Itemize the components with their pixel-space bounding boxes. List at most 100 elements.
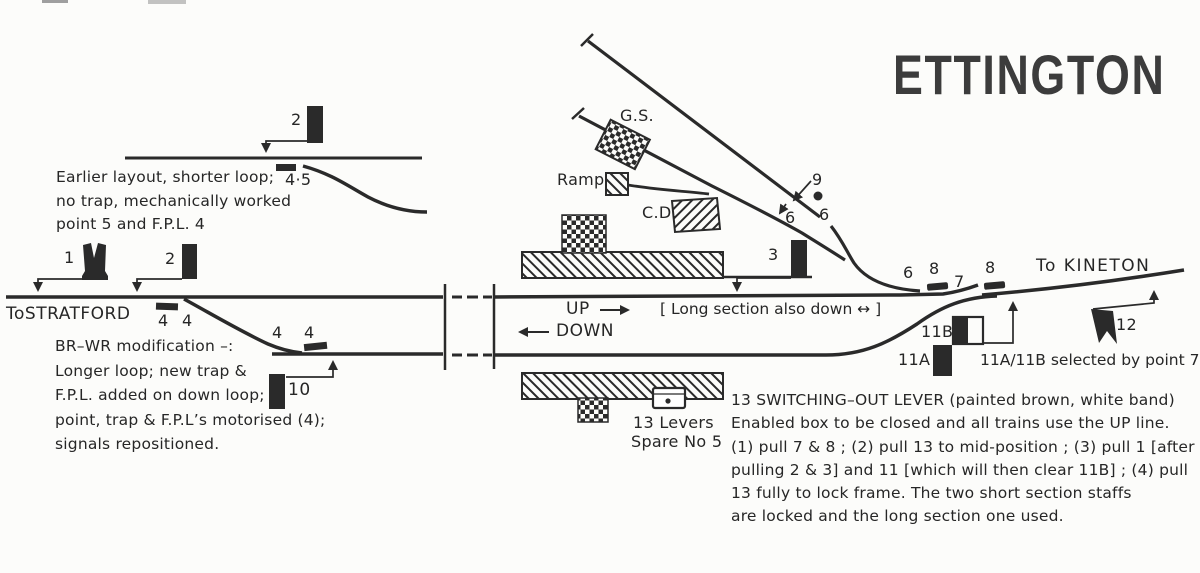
up-direction-label: UP bbox=[566, 299, 590, 319]
signals bbox=[33, 240, 1159, 409]
down-direction-label: DOWN bbox=[556, 321, 614, 341]
signal-2-label: 2 bbox=[165, 249, 176, 268]
artifact-mark bbox=[148, 0, 186, 4]
point-6-pointer-arrow bbox=[778, 203, 789, 215]
earlier-layout-note-line: Earlier layout, shorter loop; bbox=[56, 168, 275, 186]
buffer-stop-tick-b bbox=[571, 107, 585, 120]
switching-note-line: Enabled box to be closed and all trains … bbox=[731, 414, 1170, 433]
br-wr-note-line: BR–WR modification –: bbox=[55, 337, 234, 355]
earlier-layout-note-line: point 5 and F.P.L. 4 bbox=[56, 215, 205, 233]
point-4-label-c: 4 bbox=[272, 323, 283, 342]
signal-11-selection-note: 11A/11B selected by point 7 bbox=[980, 351, 1200, 369]
signal-1-label: 1 bbox=[64, 248, 75, 267]
signal-3-locator bbox=[732, 277, 791, 292]
down-platform bbox=[521, 372, 724, 400]
br-wr-note-line: F.P.L. added on down loop; bbox=[55, 386, 265, 404]
point-6-label-b: 6 bbox=[819, 205, 830, 224]
disc-9-label: 9 bbox=[812, 170, 823, 189]
goods-exit-curve bbox=[829, 225, 921, 293]
signal-1-bracket-arm bbox=[82, 243, 108, 280]
ground-disc-9 bbox=[813, 191, 823, 201]
point-4-5-label: 4·5 bbox=[285, 170, 312, 189]
headshunt-siding bbox=[587, 39, 821, 219]
switching-note-line: (1) pull 7 & 8 ; (2) pull 13 to mid-posi… bbox=[731, 437, 1195, 456]
signal-box-spare-label: Spare No 5 bbox=[631, 432, 723, 451]
switching-note-line: are locked and the long section one used… bbox=[731, 507, 1064, 526]
switching-note-line: 13 SWITCHING–OUT LEVER (painted brown, w… bbox=[731, 391, 1175, 409]
signal-10-arm bbox=[269, 374, 285, 409]
fpl-bar-4-5 bbox=[276, 164, 296, 171]
signal-1-locator bbox=[33, 278, 84, 292]
goods-sidings bbox=[571, 33, 921, 293]
ramp-label: Ramp bbox=[557, 170, 605, 189]
signal-2-arm bbox=[182, 244, 197, 279]
point-6-label-a: 6 bbox=[785, 208, 796, 227]
signal-12-locator bbox=[1092, 290, 1159, 310]
signal-11a-arm bbox=[933, 345, 952, 376]
station-building bbox=[561, 214, 607, 254]
artifact-mark bbox=[42, 0, 68, 3]
point-4-label-d: 4 bbox=[304, 323, 315, 342]
br-wr-note-line: Longer loop; new trap & bbox=[55, 361, 247, 380]
earlier-layout-diagram bbox=[125, 106, 428, 214]
goods-shed-building bbox=[594, 118, 652, 171]
loading-ramp bbox=[605, 172, 629, 196]
signal-2-locator bbox=[132, 278, 182, 292]
scan-artifacts bbox=[42, 0, 186, 4]
signal-2-early-arm bbox=[307, 106, 323, 143]
point-4-crossover-curve bbox=[183, 297, 303, 355]
cattle-dock bbox=[670, 196, 722, 234]
switching-out-lever-note: 13 SWITCHING–OUT LEVER (painted brown, w… bbox=[731, 389, 1195, 529]
signal-11a-label: 11A bbox=[898, 350, 931, 369]
signal-11b-filled-half bbox=[953, 317, 968, 344]
signal-10-locator bbox=[286, 360, 338, 378]
br-wr-modification-note: BR–WR modification –: Longer loop; new t… bbox=[55, 334, 325, 457]
signal-3-arm bbox=[791, 240, 807, 277]
down-loop-right bbox=[494, 294, 998, 357]
kineton-line bbox=[981, 268, 1185, 297]
running-lines bbox=[6, 268, 1185, 370]
up-main-right bbox=[493, 283, 979, 299]
switching-note-line: pulling 2 & 3] and 11 [which will then c… bbox=[731, 460, 1189, 479]
buffer-stop-tick-a bbox=[580, 33, 594, 47]
goods-shed-label: G.S. bbox=[620, 106, 654, 125]
signal-box-dot bbox=[665, 398, 671, 404]
platform-hut bbox=[577, 397, 609, 423]
earlier-layout-note: Earlier layout, shorter loop; no trap, m… bbox=[56, 166, 291, 237]
fpl-bar-8-a bbox=[926, 282, 949, 291]
long-section-note: [ Long section also down ↔ ] bbox=[660, 300, 882, 318]
signal-3-label: 3 bbox=[768, 245, 779, 264]
page-title: ETTINGTON bbox=[893, 43, 1166, 106]
br-wr-note-line: signals repositioned. bbox=[55, 435, 220, 453]
fpl-bar-4-loop bbox=[303, 341, 328, 352]
signal-12-label: 12 bbox=[1116, 315, 1137, 334]
signal-11b-label: 11B bbox=[921, 322, 954, 341]
up-platform bbox=[521, 251, 724, 279]
signal-2-early-label: 2 bbox=[291, 110, 302, 129]
point-7-label: 7 bbox=[954, 272, 965, 291]
point-4-label-b: 4 bbox=[182, 311, 193, 330]
fpl-bar-8-b bbox=[983, 281, 1006, 290]
ramp-spur bbox=[627, 183, 710, 196]
shed-siding bbox=[578, 114, 846, 262]
earlier-layout-note-line: no trap, mechanically worked bbox=[56, 191, 292, 210]
point-6-label-c: 6 bbox=[903, 263, 914, 282]
signal-box bbox=[651, 386, 687, 410]
point-8-label-a: 8 bbox=[929, 259, 940, 278]
disc-9-pointer-arrow bbox=[792, 180, 812, 202]
earlier-loop-curve bbox=[302, 164, 428, 214]
signal-10-label: 10 bbox=[288, 380, 311, 400]
destination-stratford: ToSTRATFORD bbox=[6, 304, 131, 324]
destination-kineton: To KINETON bbox=[1036, 256, 1151, 276]
signal-12-distant-flag bbox=[1091, 309, 1117, 344]
signal-11-locator bbox=[983, 301, 1018, 344]
point-4-label-a: 4 bbox=[158, 311, 169, 330]
cattle-dock-label: C.D. bbox=[642, 203, 677, 222]
br-wr-note-line: point, trap & F.P.L’s motorised (4); bbox=[55, 410, 326, 429]
structures bbox=[521, 118, 812, 423]
switching-note-line: 13 fully to lock frame. The two short se… bbox=[731, 484, 1132, 503]
direction-arrows bbox=[518, 305, 630, 337]
